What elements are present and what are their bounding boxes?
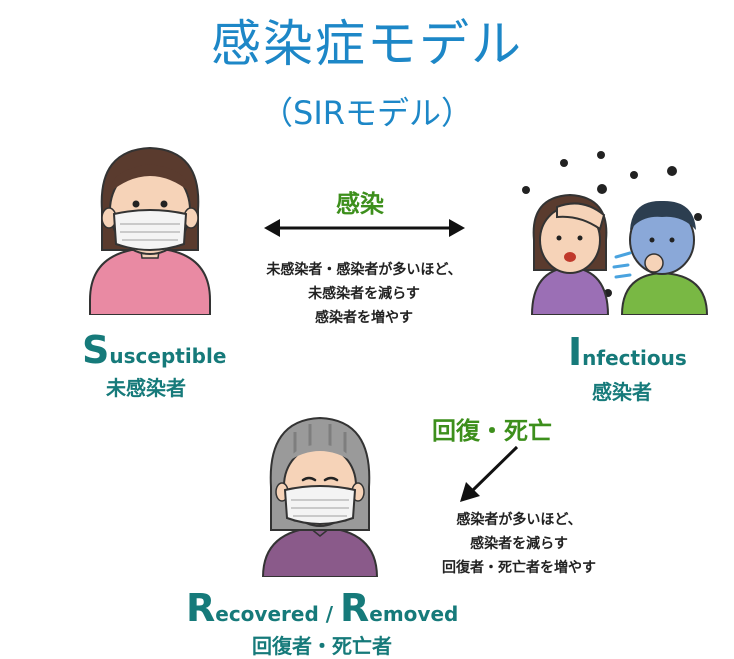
infection-note-line-1: 未感染者・感染者が多いほど、 [266, 262, 462, 278]
susceptible-label: Susceptible [82, 328, 227, 372]
susceptible-person-illustration [89, 146, 211, 315]
recovery-note-line-3: 回復者・死亡者を増やす [442, 560, 596, 576]
recovered-jp-label: 回復者・死亡者 [252, 634, 392, 658]
infection-note-line-2: 未感染者を減らす [308, 286, 420, 302]
recovery-note-line-2: 感染者を減らす [470, 536, 568, 552]
infectious-jp-label: 感染者 [592, 380, 652, 404]
diagonal-arrow [460, 445, 519, 502]
recovery-note: 感染者が多いほど、 感染者を減らす 回復者・死亡者を増やす [414, 508, 624, 580]
susceptible-jp-label: 未感染者 [106, 376, 186, 400]
recovered-label: Recovered / Removed [186, 586, 459, 630]
infection-note: 未感染者・感染者が多いほど、 未感染者を減らす 感染者を増やす [244, 258, 484, 330]
infection-label: 感染 [336, 190, 384, 218]
page-subtitle: （SIRモデル） [261, 94, 473, 132]
infectious-persons-illustration [522, 151, 709, 315]
recovery-label: 回復・死亡 [432, 417, 552, 445]
recovery-note-line-1: 感染者が多いほど、 [456, 512, 582, 528]
page-title: 感染症モデル [211, 15, 523, 73]
recovered-person-illustration [261, 416, 379, 577]
infection-note-line-3: 感染者を増やす [315, 310, 413, 326]
infectious-label: Infectious [568, 330, 687, 374]
double-arrow [264, 219, 465, 237]
